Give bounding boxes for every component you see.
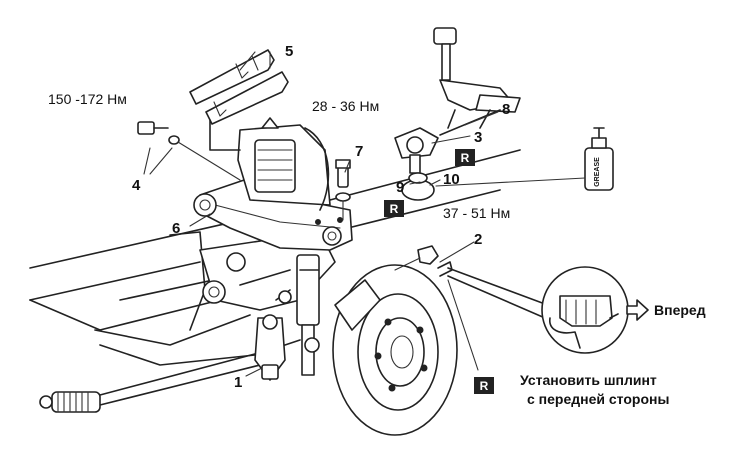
grease-can: GREASE [435, 127, 614, 191]
torque-label-bolt-4: 150 -172 Нм [48, 91, 127, 107]
callout-7: 7 [355, 143, 363, 160]
callout-3: 3 [474, 129, 482, 146]
tie-rod-end [254, 289, 292, 381]
callout-6: 6 [172, 220, 180, 237]
brake-disc [332, 264, 458, 436]
shims [189, 49, 289, 151]
torque-label-bolt-7: 28 - 36 Нм [312, 98, 379, 114]
upper-ball-joint [394, 127, 439, 201]
replace-marker-3-text: R [480, 379, 489, 393]
track-rod [39, 349, 281, 413]
cotter-pin-inset [541, 266, 629, 354]
callout-10: 10 [443, 171, 460, 188]
replace-marker-2-text: R [390, 202, 399, 216]
callout-1: 1 [234, 374, 242, 391]
forward-arrow-icon [626, 299, 649, 321]
replace-marker-2: R [384, 200, 404, 217]
spring-tower [237, 117, 331, 211]
leader-lines [143, 51, 546, 377]
shock-absorber [296, 254, 320, 376]
callout-4: 4 [132, 177, 141, 194]
callout-5: 5 [285, 43, 293, 60]
callout-9: 9 [396, 179, 404, 196]
replace-marker-1-text: R [461, 151, 470, 165]
replace-marker-1: R [455, 149, 475, 166]
direction-label: Вперед [654, 302, 706, 318]
puller-tool [433, 27, 521, 136]
bolt-4 [137, 121, 241, 181]
torque-label-nut-2: 37 - 51 Нм [443, 205, 510, 221]
replace-marker-3: R [474, 377, 494, 394]
upper-control-arm [193, 177, 353, 251]
callout-2: 2 [474, 231, 482, 248]
castle-nut-2 [394, 245, 453, 277]
instruction-line-2: с передней стороны [527, 391, 669, 407]
grease-can-label: GREASE [594, 157, 601, 187]
callout-8: 8 [502, 101, 510, 118]
instruction-line-1: Установить шплинт [520, 372, 657, 388]
